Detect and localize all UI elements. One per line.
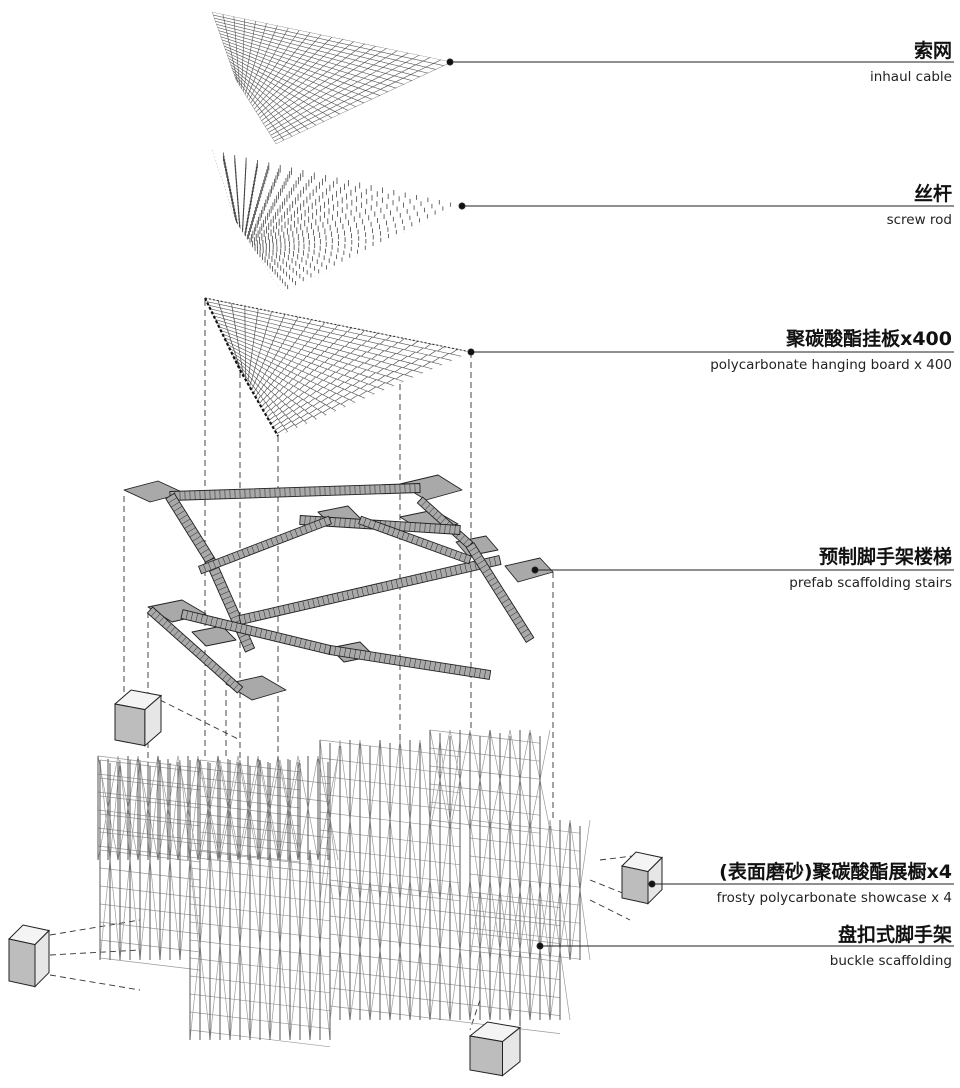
label-en: inhaul cable bbox=[869, 69, 952, 85]
projection-dashed-lines bbox=[49, 300, 641, 1031]
showcase-icon bbox=[7, 689, 664, 1077]
label-en: polycarbonate hanging board x 400 bbox=[710, 357, 952, 373]
stairs-icon bbox=[123, 474, 554, 701]
label-zh: 预制脚手架楼梯 bbox=[818, 546, 952, 568]
label-zh: 聚碳酸酯挂板x400 bbox=[786, 328, 952, 350]
label-en: buckle scaffolding bbox=[829, 953, 952, 969]
label-screw-rod: 丝杆 screw rod bbox=[887, 183, 952, 229]
label-zh: 索网 bbox=[913, 40, 952, 62]
label-scaffolding-stairs: 预制脚手架楼梯 prefab scaffolding stairs bbox=[789, 546, 952, 592]
screw-rod-icon bbox=[212, 150, 462, 292]
leader-lines bbox=[446, 58, 954, 950]
label-hanging-board: 聚碳酸酯挂板x400 polycarbonate hanging board x… bbox=[710, 328, 952, 374]
label-showcase: (表面磨砂)聚碳酸酯展橱x4 frosty polycarbonate show… bbox=[717, 861, 952, 907]
cable-net-icon bbox=[212, 12, 452, 144]
label-buckle-scaffolding: 盘扣式脚手架 buckle scaffolding bbox=[830, 924, 952, 970]
label-zh: (表面磨砂)聚碳酸酯展橱x4 bbox=[719, 861, 952, 883]
label-en: prefab scaffolding stairs bbox=[789, 575, 952, 591]
label-zh: 丝杆 bbox=[913, 183, 952, 205]
scaffolding-icon bbox=[97, 729, 591, 1048]
label-en: frosty polycarbonate showcase x 4 bbox=[716, 890, 952, 906]
label-en: screw rod bbox=[886, 212, 952, 228]
hanging-board-icon bbox=[204, 297, 472, 437]
label-zh: 盘扣式脚手架 bbox=[837, 924, 952, 946]
label-inhaul-cable: 索网 inhaul cable bbox=[870, 40, 952, 86]
